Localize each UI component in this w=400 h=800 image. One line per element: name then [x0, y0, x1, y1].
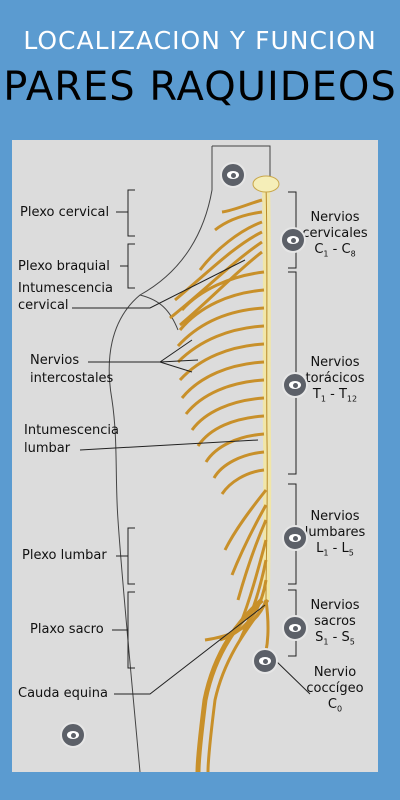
range-coccigeo: C0 — [327, 697, 343, 714]
label-nervios-intercostales-2: intercostales — [30, 371, 114, 386]
nerves-group — [169, 198, 270, 773]
label-nervio-coccigeo: Nervio coccígeo C0 — [300, 665, 370, 718]
label-line: Nervios — [310, 355, 360, 370]
label-line: Nervios — [310, 210, 360, 225]
label-plaxo-sacro: Plaxo sacro — [30, 622, 104, 637]
hotspot-cauda-equina[interactable] — [60, 722, 86, 748]
hotspot-lumbares[interactable] — [282, 525, 308, 551]
skull-base — [252, 175, 280, 193]
spinal-cord-edge — [265, 184, 268, 601]
label-line: sacros — [314, 614, 356, 629]
label-plexo-braquial: Plexo braquial — [18, 259, 110, 274]
label-plexo-lumbar: Plexo lumbar — [22, 548, 107, 563]
label-plexo-cervical: Plexo cervical — [20, 205, 110, 220]
page-title: PARES RAQUIDEOS — [3, 64, 397, 110]
left-leaders — [72, 189, 266, 695]
label-cauda-equina: Cauda equina — [18, 686, 108, 701]
label-nervios-sacros: Nervios sacros S1 - S5 — [300, 598, 370, 651]
label-nervios-lumbares: Nervios lumbares L1 - L5 — [300, 509, 370, 562]
hotspot-head[interactable] — [220, 162, 246, 188]
header: LOCALIZACION Y FUNCION PARES RAQUIDEOS — [0, 0, 400, 140]
label-intumescencia-cervical-1: Intumescencia — [18, 281, 113, 296]
range-toracicos: T1 - T12 — [312, 387, 358, 404]
anatomy-panel — [12, 140, 378, 772]
label-nervios-intercostales-1: Nervios — [30, 353, 80, 368]
label-intumescencia-lumbar-2: lumbar — [24, 441, 71, 456]
label-line: cervicales — [302, 226, 368, 241]
label-nervios-toracicos: Nervios torácicos T1 - T12 — [300, 355, 370, 408]
arm-outline — [139, 294, 179, 331]
body-outline — [108, 145, 271, 773]
label-line: torácicos — [305, 371, 365, 386]
label-intumescencia-lumbar-1: Intumescencia — [24, 423, 119, 438]
subtitle: LOCALIZACION Y FUNCION — [23, 26, 377, 55]
label-line: coccígeo — [306, 681, 364, 696]
range-cervicales: C1 - C8 — [314, 242, 356, 259]
label-line: Nervios — [310, 598, 360, 613]
hotspot-coccigeo[interactable] — [252, 648, 278, 674]
label-line: lumbares — [304, 525, 366, 540]
range-lumbares: L1 - L5 — [316, 541, 354, 558]
label-intumescencia-cervical-2: cervical — [18, 298, 69, 313]
range-sacros: S1 - S5 — [315, 630, 355, 647]
label-nervios-cervicales: Nervios cervicales C1 - C8 — [300, 210, 370, 263]
label-line: Nervios — [310, 509, 360, 524]
hotspot-toracicos[interactable] — [282, 372, 308, 398]
hotspot-sacros[interactable] — [282, 615, 308, 641]
label-line: Nervio — [313, 665, 357, 680]
hotspot-cervicales[interactable] — [280, 227, 306, 253]
